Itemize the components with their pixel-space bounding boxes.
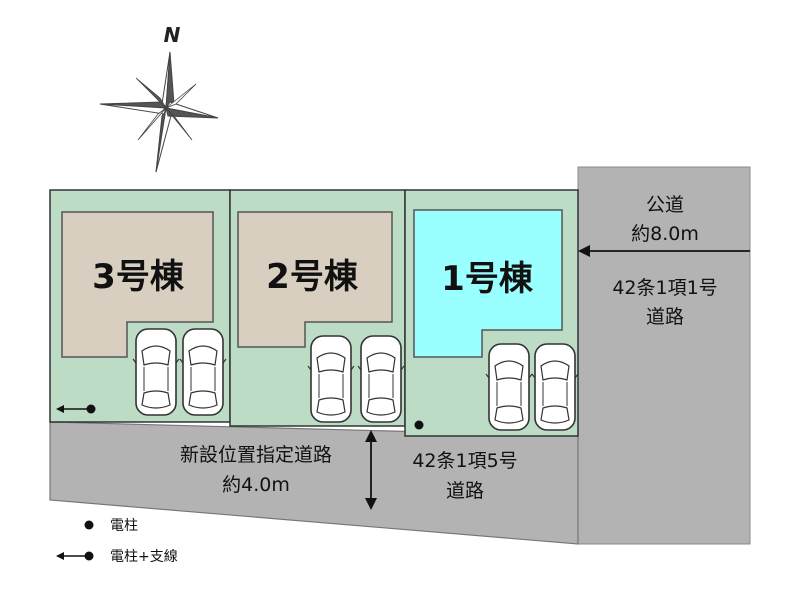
parking-car bbox=[485, 343, 533, 431]
public-road-width: 約8.0m bbox=[631, 223, 699, 245]
legend-pole-label: 電柱 bbox=[110, 518, 138, 534]
lot-1-label: 1号棟 bbox=[441, 259, 534, 299]
parking-car bbox=[307, 335, 355, 423]
pole-with-guy-icon bbox=[56, 404, 96, 414]
legend-pole-with-guy-icon bbox=[56, 551, 94, 561]
private-road-name: 新設位置指定道路 bbox=[180, 444, 332, 466]
private-road-type-suffix: 道路 bbox=[446, 480, 484, 502]
parking-car bbox=[357, 335, 405, 423]
parking-car bbox=[132, 328, 180, 416]
private-road-type: 42条1項5号 bbox=[412, 450, 517, 472]
private-road bbox=[49, 421, 579, 545]
public-road-type-suffix: 道路 bbox=[646, 306, 684, 328]
legend-pole-with-guy-label: 電柱+支線 bbox=[110, 549, 178, 565]
building-1 bbox=[413, 209, 563, 358]
public-road-type: 42条1項1号 bbox=[612, 277, 717, 299]
legend-pole-icon bbox=[84, 520, 94, 530]
private-road-width-arrow bbox=[365, 430, 377, 510]
parking-car bbox=[531, 343, 579, 431]
lot-2-label: 2号棟 bbox=[266, 257, 359, 297]
pole-icon bbox=[414, 420, 424, 430]
public-road-width-arrow bbox=[578, 245, 750, 257]
compass-rose-icon bbox=[99, 51, 219, 173]
private-road-width: 約4.0m bbox=[222, 474, 290, 496]
public-road-name: 公道 bbox=[646, 194, 684, 216]
building-3 bbox=[61, 211, 214, 358]
parking-car bbox=[179, 328, 227, 416]
building-2 bbox=[237, 211, 393, 348]
lot-3-label: 3号棟 bbox=[92, 257, 185, 297]
north-label: N bbox=[164, 23, 181, 47]
